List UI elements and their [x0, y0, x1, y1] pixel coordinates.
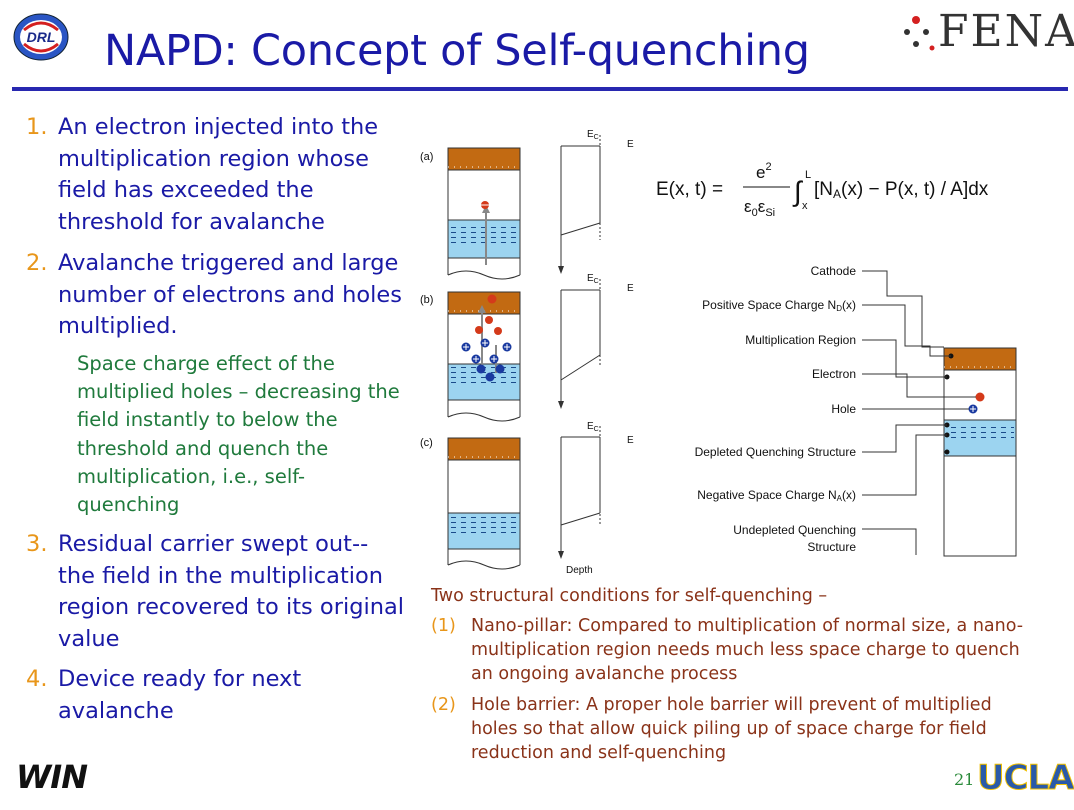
- title-rule: [12, 87, 1068, 91]
- electron-icon: [494, 327, 502, 335]
- electron-icon: [475, 326, 483, 334]
- bullet-text: Device ready for next avalanche: [58, 666, 302, 724]
- multiplication-region: [447, 459, 521, 514]
- e-label: E: [627, 283, 634, 294]
- label-electron: Electron: [812, 367, 856, 381]
- bullet-text: An electron injected into the multiplica…: [58, 114, 379, 235]
- label-undepleted-quenching: Undepleted Quenching: [733, 523, 856, 537]
- field-equation: E(x, t) = e2 ε0εSi ∫ L x [NA(x) − P(x, t…: [656, 161, 989, 219]
- panel-b: (b) EC E: [420, 273, 634, 422]
- bullet-text: Avalanche triggered and large number of …: [58, 250, 402, 339]
- ec-label: EC: [587, 421, 599, 433]
- sub-bullet: Space charge effect of the multiplied ho…: [77, 352, 400, 517]
- equation-denominator: ε0εSi: [744, 197, 775, 219]
- condition-text: Hole barrier: A proper hole barrier will…: [471, 695, 992, 763]
- drl-logo: DRL: [13, 13, 69, 61]
- panel-c: (c) EC E Depth: [420, 421, 634, 576]
- bullet-2: 2. Avalanche triggered and large number …: [26, 248, 406, 343]
- bullet-number: 1.: [26, 114, 48, 140]
- condition-item-1: (1) Nano-pillar: Compared to multiplicat…: [431, 614, 1031, 686]
- self-quenching-diagram: (a) EC E (b): [420, 129, 1017, 576]
- ec-label: EC: [587, 129, 599, 141]
- condition-number: (2): [431, 695, 456, 715]
- multiplication-region: [447, 169, 521, 221]
- undepleted-region: [943, 455, 1017, 557]
- fena-dots-icon: [904, 16, 935, 51]
- e-label: E: [627, 139, 634, 150]
- structure-labels: Cathode Positive Space Charge ND(x) Mult…: [695, 264, 857, 554]
- label-positive-space-charge: Positive Space Charge ND(x): [702, 298, 856, 313]
- label-undepleted-quenching-line2: Structure: [807, 540, 856, 554]
- label-depleted-quenching: Depleted Quenching Structure: [695, 445, 857, 459]
- electron-icon: [487, 294, 497, 304]
- bullet-3: 3. Residual carrier swept out-- the fiel…: [26, 529, 406, 655]
- label-negative-space-charge: Negative Space Charge NA(x): [697, 488, 856, 503]
- depth-label: Depth: [566, 565, 593, 576]
- equation-numerator: e2: [756, 161, 772, 182]
- bullet-number: 4.: [26, 666, 48, 692]
- condition-number: (1): [431, 616, 456, 636]
- ec-label: EC: [587, 273, 599, 285]
- e-label: E: [627, 435, 634, 446]
- leader-lines: [862, 270, 976, 555]
- integral-upper: L: [805, 169, 811, 181]
- panel-label-c: (c): [420, 437, 433, 449]
- integral-lower: x: [802, 200, 808, 212]
- conditions-heading: Two structural conditions for self-quenc…: [431, 586, 828, 606]
- win-logo: WIN: [16, 758, 88, 796]
- bullet-4: 4. Device ready for next avalanche: [26, 664, 406, 727]
- drl-logo-text: DRL: [27, 29, 56, 45]
- integral-sign-icon: ∫: [792, 176, 804, 207]
- fena-logo: FENA: [938, 6, 1074, 57]
- condition-item-2: (2) Hole barrier: A proper hole barrier …: [431, 693, 1031, 765]
- panel-label-b: (b): [420, 294, 433, 306]
- equation-integrand: [NA(x) − P(x, t) / A]dx: [814, 179, 989, 201]
- bullet-text: Residual carrier swept out-- the field i…: [58, 531, 405, 652]
- electron-icon: [485, 316, 493, 324]
- bullet-number: 3.: [26, 531, 48, 557]
- condition-text: Nano-pillar: Compared to multiplication …: [471, 616, 1024, 684]
- bullet-number: 2.: [26, 250, 48, 276]
- conditions-block: Two structural conditions for self-quenc…: [431, 584, 1031, 772]
- label-cathode: Cathode: [811, 264, 857, 278]
- panel-label-a: (a): [420, 151, 433, 163]
- electron-icon: [975, 392, 985, 402]
- label-multiplication-region: Multiplication Region: [745, 333, 856, 347]
- page-title: NAPD: Concept of Self-quenching: [104, 26, 810, 76]
- label-hole: Hole: [831, 402, 856, 416]
- equation-lhs: E(x, t) =: [656, 179, 723, 200]
- panel-a: (a) EC E: [420, 129, 634, 280]
- bullet-1: 1. An electron injected into the multipl…: [26, 112, 406, 238]
- page-number: 21: [954, 770, 975, 789]
- ucla-logo: UCLA: [977, 758, 1074, 799]
- structure-device: [862, 270, 1017, 557]
